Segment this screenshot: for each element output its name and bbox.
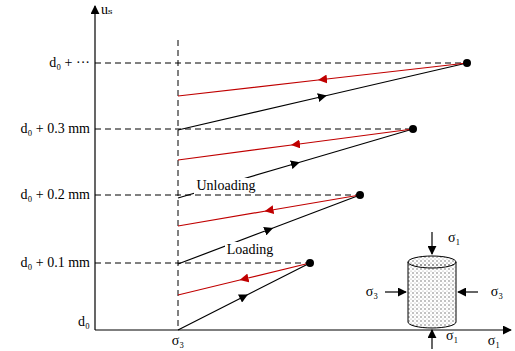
guide-lines xyxy=(95,40,467,330)
tick-label: d₀ + ··· xyxy=(49,55,90,70)
y-axis xyxy=(94,6,95,330)
axis-label: σ₁ xyxy=(488,333,500,348)
tick-label: d₀ xyxy=(78,314,90,329)
tick-label: d₀ + 0.1 mm xyxy=(20,255,90,270)
stress-label: σ₁ xyxy=(446,328,458,343)
stress-arrows xyxy=(385,232,478,349)
tick-label: d₀ + 0.3 mm xyxy=(20,121,90,136)
curve-label: Loading xyxy=(225,242,276,257)
loading-lines xyxy=(178,63,467,330)
stress-label: σ₁ xyxy=(448,230,460,245)
axis-label: uₛ xyxy=(101,2,113,17)
stress-label: σ₃ xyxy=(491,284,503,299)
specimen-cylinder xyxy=(408,256,456,328)
stress-label: σ₃ xyxy=(366,284,378,299)
axis-label: σ₃ xyxy=(172,333,184,348)
peak-points xyxy=(306,59,471,267)
tick-label: d₀ + 0.2 mm xyxy=(20,187,90,202)
curve-label: Unloading xyxy=(194,178,257,193)
unloading-lines xyxy=(178,63,467,295)
